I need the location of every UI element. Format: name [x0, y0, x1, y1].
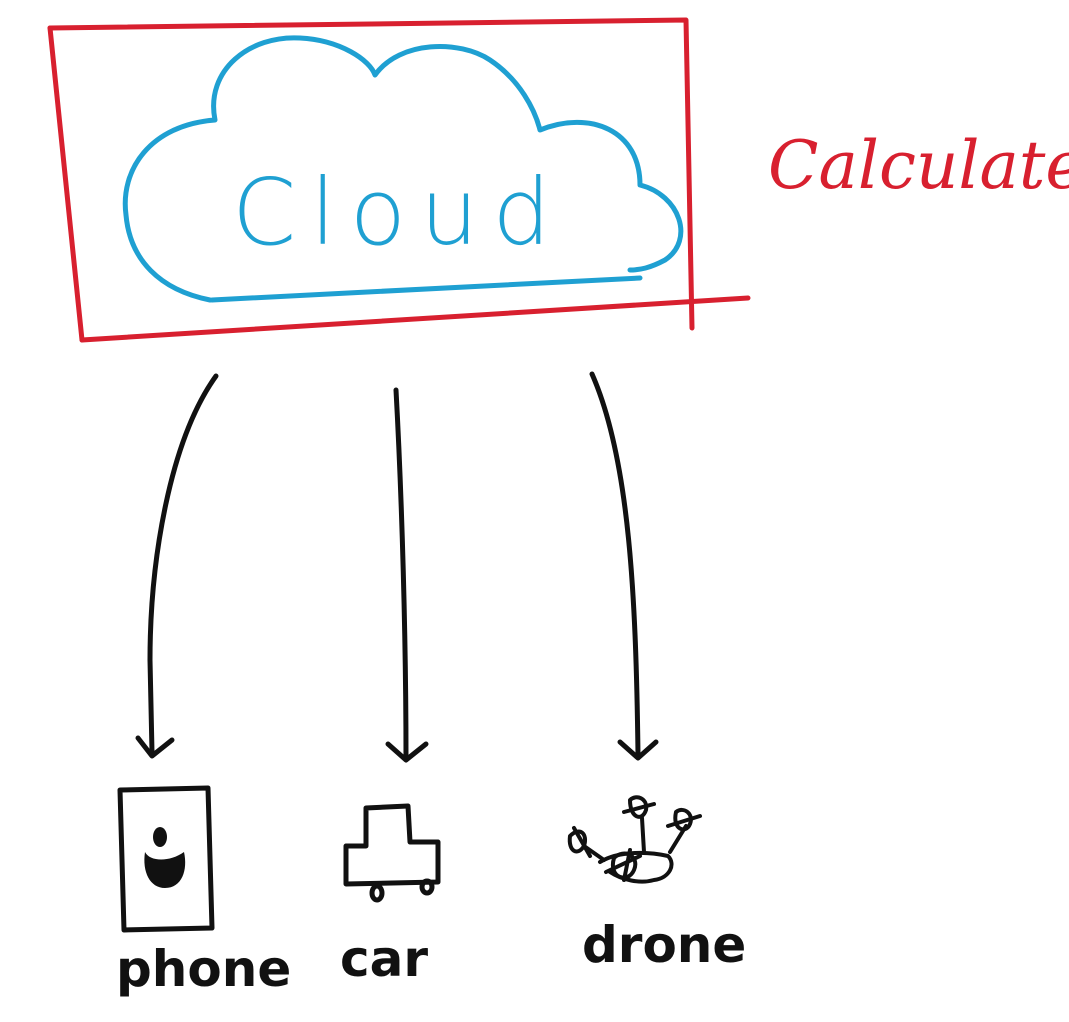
- calculate-frame: [47, 17, 751, 343]
- phone-icon: [117, 785, 215, 933]
- calculate-label: Calculate: [768, 127, 1069, 204]
- car-label: car: [340, 930, 428, 988]
- arrow-to-drone: [589, 371, 659, 761]
- cloud-label: Cloud: [232, 159, 565, 266]
- car-icon: [343, 803, 441, 903]
- arrow-to-car: [385, 387, 429, 763]
- cloud-shape: [122, 35, 684, 303]
- arrow-to-phone: [135, 373, 219, 759]
- drone-label: drone: [582, 916, 746, 974]
- phone-label: phone: [116, 940, 291, 998]
- drone-icon: [567, 795, 702, 884]
